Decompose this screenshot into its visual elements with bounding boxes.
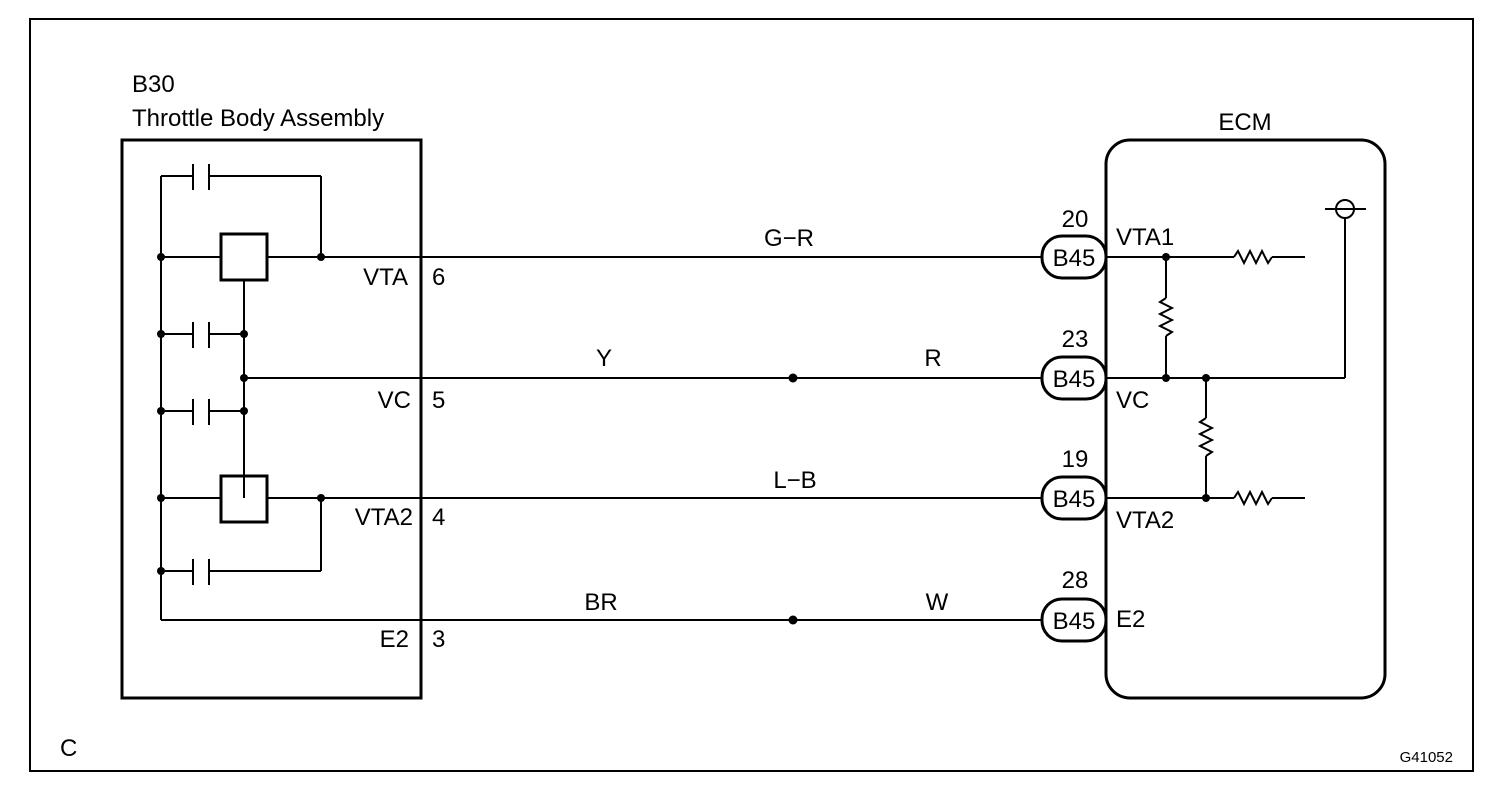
ecm-box — [1104, 138, 1387, 700]
component-code: B30 — [132, 71, 175, 98]
ecm-label: ECM — [1218, 109, 1271, 136]
connector-pin-23: 23 B45 — [1040, 326, 1108, 401]
terminal-pin-3: 3 — [432, 626, 445, 653]
terminal-name-vc: VC — [378, 387, 411, 414]
throttle-body-box — [120, 138, 423, 700]
figure-tag: C — [60, 735, 77, 762]
svg-text:20: 20 — [1062, 206, 1089, 233]
ecm-terminal-vc: VC — [1116, 387, 1149, 414]
component-name: Throttle Body Assembly — [132, 105, 384, 132]
figure-code: G41052 — [1400, 749, 1453, 766]
diagram-frame — [29, 18, 1474, 772]
svg-text:B45: B45 — [1053, 245, 1096, 272]
ecm-terminal-e2: E2 — [1116, 606, 1145, 633]
terminal-name-vta: VTA — [363, 264, 408, 291]
connector-pin-28: 28 B45 — [1040, 567, 1108, 643]
wire-color-r: R — [924, 345, 941, 372]
terminal-pin-4: 4 — [432, 504, 445, 531]
ecm-terminal-vta2: VTA2 — [1116, 507, 1174, 534]
svg-text:B45: B45 — [1053, 486, 1096, 513]
connector-pin-20: 20 B45 — [1040, 206, 1108, 280]
svg-text:B45: B45 — [1053, 366, 1096, 393]
svg-text:B45: B45 — [1053, 608, 1096, 635]
svg-text:28: 28 — [1062, 567, 1089, 594]
wire-color-l-b: L−B — [773, 467, 816, 494]
ecm-internal-circuit — [1106, 199, 1366, 507]
svg-text:19: 19 — [1062, 446, 1089, 473]
ecm-terminal-vta1: VTA1 — [1116, 224, 1174, 251]
throttle-body-internal-circuit — [157, 164, 325, 620]
wire-color-g-r: G−R — [764, 225, 814, 252]
terminal-pin-6: 6 — [432, 264, 445, 291]
svg-text:23: 23 — [1062, 326, 1089, 353]
wire-color-w: W — [926, 589, 949, 616]
harness-wires — [161, 256, 1042, 625]
terminal-pin-5: 5 — [432, 387, 445, 414]
connector-pin-19: 19 B45 — [1040, 446, 1108, 521]
terminal-name-e2: E2 — [380, 626, 409, 653]
wire-color-br: BR — [584, 589, 617, 616]
terminal-name-vta2: VTA2 — [355, 504, 413, 531]
wire-color-y: Y — [596, 345, 612, 372]
